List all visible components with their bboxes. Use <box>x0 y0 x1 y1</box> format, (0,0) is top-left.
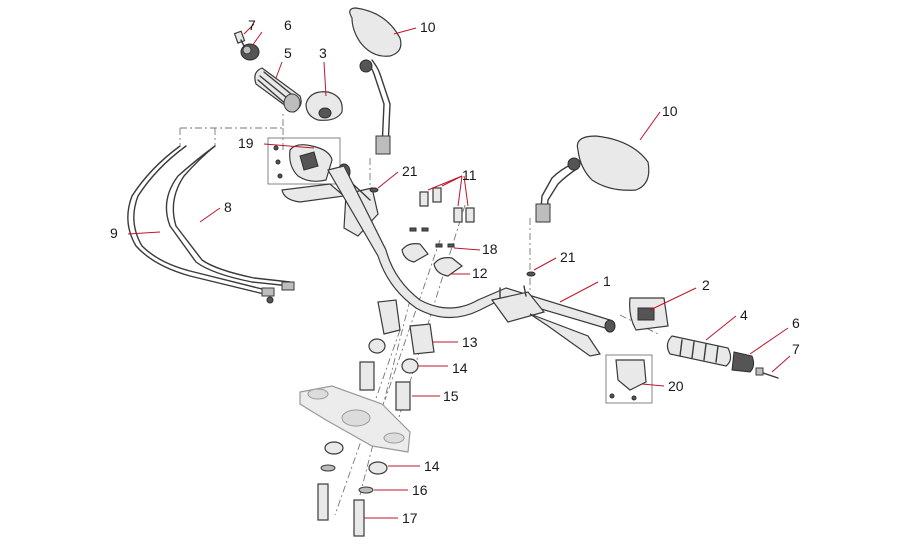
callout-14-upper: 14 <box>452 360 468 376</box>
part-right-lever-assembly <box>490 285 601 357</box>
callout-12: 12 <box>472 265 488 281</box>
callout-21-right: 21 <box>560 249 576 265</box>
callout-10-right: 10 <box>662 103 678 119</box>
callout-1: 1 <box>603 273 611 289</box>
part-6-bar-end-left <box>240 43 260 61</box>
callout-7-right: 7 <box>792 341 800 357</box>
callout-18: 18 <box>482 241 498 257</box>
part-10-mirror-left <box>349 7 402 155</box>
callout-6-right: 6 <box>792 315 800 331</box>
callout-2: 2 <box>702 277 710 293</box>
part-9-cable <box>127 145 275 304</box>
part-1-handlebar <box>327 165 616 333</box>
part-20-switch-cover <box>605 354 653 404</box>
part-18-washers <box>409 227 455 248</box>
callout-11: 11 <box>462 167 477 183</box>
part-15-spacers <box>359 361 411 411</box>
part-16-washers <box>320 464 374 494</box>
callout-15: 15 <box>443 388 459 404</box>
callout-17: 17 <box>402 510 418 526</box>
part-13-lower-clamps <box>377 299 435 355</box>
part-7-screw-left <box>233 30 246 47</box>
callout-leader-lines <box>127 23 791 519</box>
callout-10-left: 10 <box>420 19 436 35</box>
callout-13: 13 <box>462 334 478 350</box>
part-2-right-switch <box>629 297 669 331</box>
callout-9: 9 <box>110 225 118 241</box>
part-10-mirror-right <box>535 135 650 223</box>
part-5-grip-left <box>254 67 302 113</box>
part-7-screw-right <box>755 367 779 379</box>
callout-14-lower: 14 <box>424 458 440 474</box>
callout-16: 16 <box>412 482 428 498</box>
part-11-bolts <box>419 187 475 223</box>
callout-4: 4 <box>740 307 748 323</box>
part-12-upper-clamp <box>401 243 463 277</box>
part-8-cable <box>165 145 295 291</box>
callout-7-left: 7 <box>248 17 256 33</box>
callout-6-left: 6 <box>284 17 292 33</box>
callout-5: 5 <box>284 45 292 61</box>
callout-19: 19 <box>238 135 254 151</box>
callout-3: 3 <box>319 45 327 61</box>
part-6-bar-end-right <box>731 351 755 373</box>
callout-8: 8 <box>224 199 232 215</box>
part-21-washers <box>369 187 536 277</box>
part-3-throttle-housing <box>305 91 343 121</box>
callout-labels: 7 6 5 3 10 10 19 21 11 8 9 18 21 12 1 2 … <box>110 17 800 526</box>
callout-21-left: 21 <box>402 163 418 179</box>
part-14-bushings <box>324 338 419 475</box>
part-17-bolts <box>317 483 365 537</box>
part-4-grip-right <box>666 335 732 367</box>
callout-20: 20 <box>668 378 684 394</box>
part-triple-clamp <box>299 385 411 453</box>
